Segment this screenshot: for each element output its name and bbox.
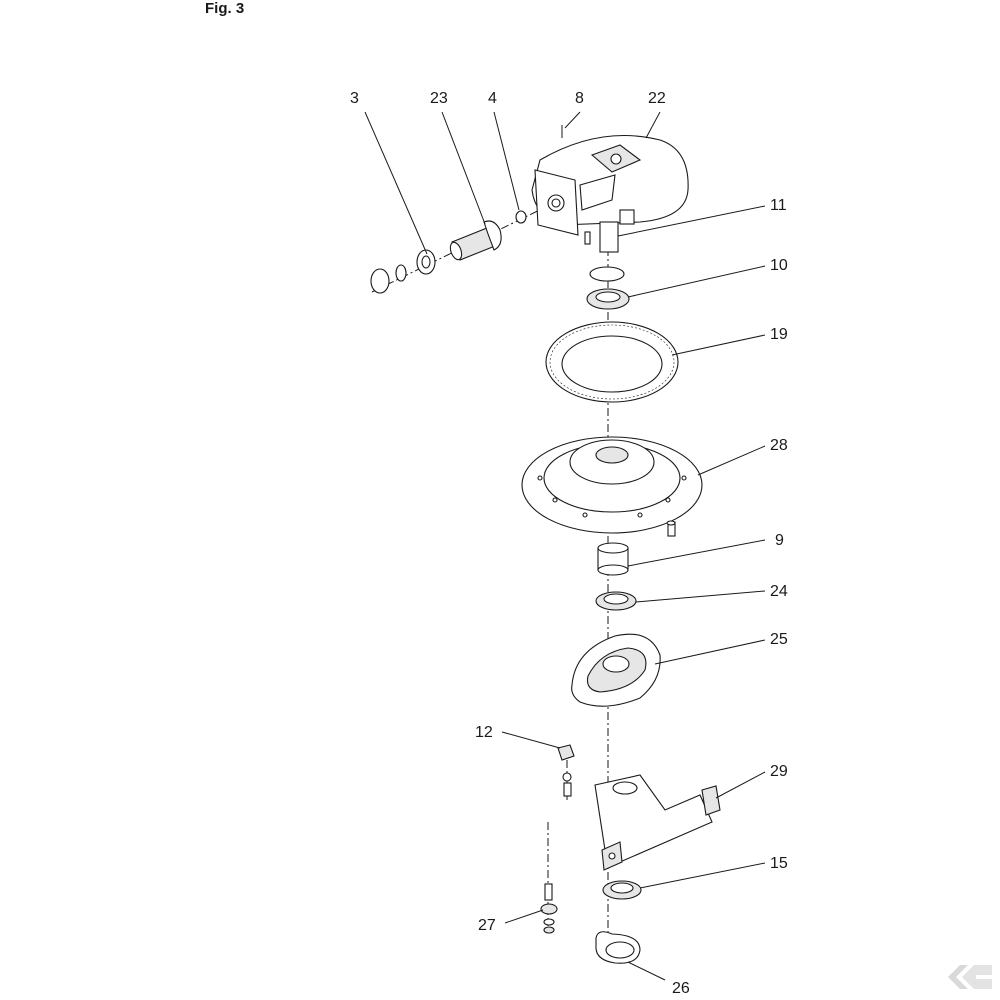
callout-10: 10 [770, 257, 788, 274]
pinion-shaft-part-23 [449, 210, 527, 261]
leader-lines [364, 111, 766, 981]
callout-19: 19 [770, 326, 788, 343]
seal-part-24 [595, 591, 637, 611]
figure-label: Fig. 3 [205, 0, 245, 17]
callout-26: 26 [672, 980, 690, 997]
callout-9: 9 [775, 532, 784, 549]
callout-3: 3 [350, 90, 359, 107]
callout-24: 24 [770, 583, 788, 600]
callout-29: 29 [770, 763, 788, 780]
callout-22: 22 [648, 90, 666, 107]
bushing-part-9 [597, 542, 629, 576]
callout-15: 15 [770, 855, 788, 872]
bearing-part-3 [370, 249, 436, 294]
seal-part-15 [602, 880, 642, 900]
callout-8: 8 [575, 90, 584, 107]
callout-25: 25 [770, 631, 788, 648]
plate-ring-part-26 [595, 931, 641, 964]
watermark-logo [948, 965, 992, 989]
bolt-part-27 [540, 822, 558, 934]
cover-part-25 [571, 633, 661, 707]
callout-12: 12 [475, 724, 493, 741]
o-ring-part-11 [589, 266, 625, 282]
callout-4: 4 [488, 90, 497, 107]
block-part-12 [557, 744, 575, 800]
callout-28: 28 [770, 437, 788, 454]
callout-11: 11 [770, 197, 787, 214]
gearbox-housing-part-22 [531, 125, 689, 253]
bearing-part-10 [586, 288, 630, 310]
flange-plate-part-28 [521, 436, 703, 537]
callout-23: 23 [430, 90, 448, 107]
arm-part-29 [594, 774, 721, 871]
ring-gear-part-19 [545, 321, 679, 403]
callout-27: 27 [478, 917, 496, 934]
